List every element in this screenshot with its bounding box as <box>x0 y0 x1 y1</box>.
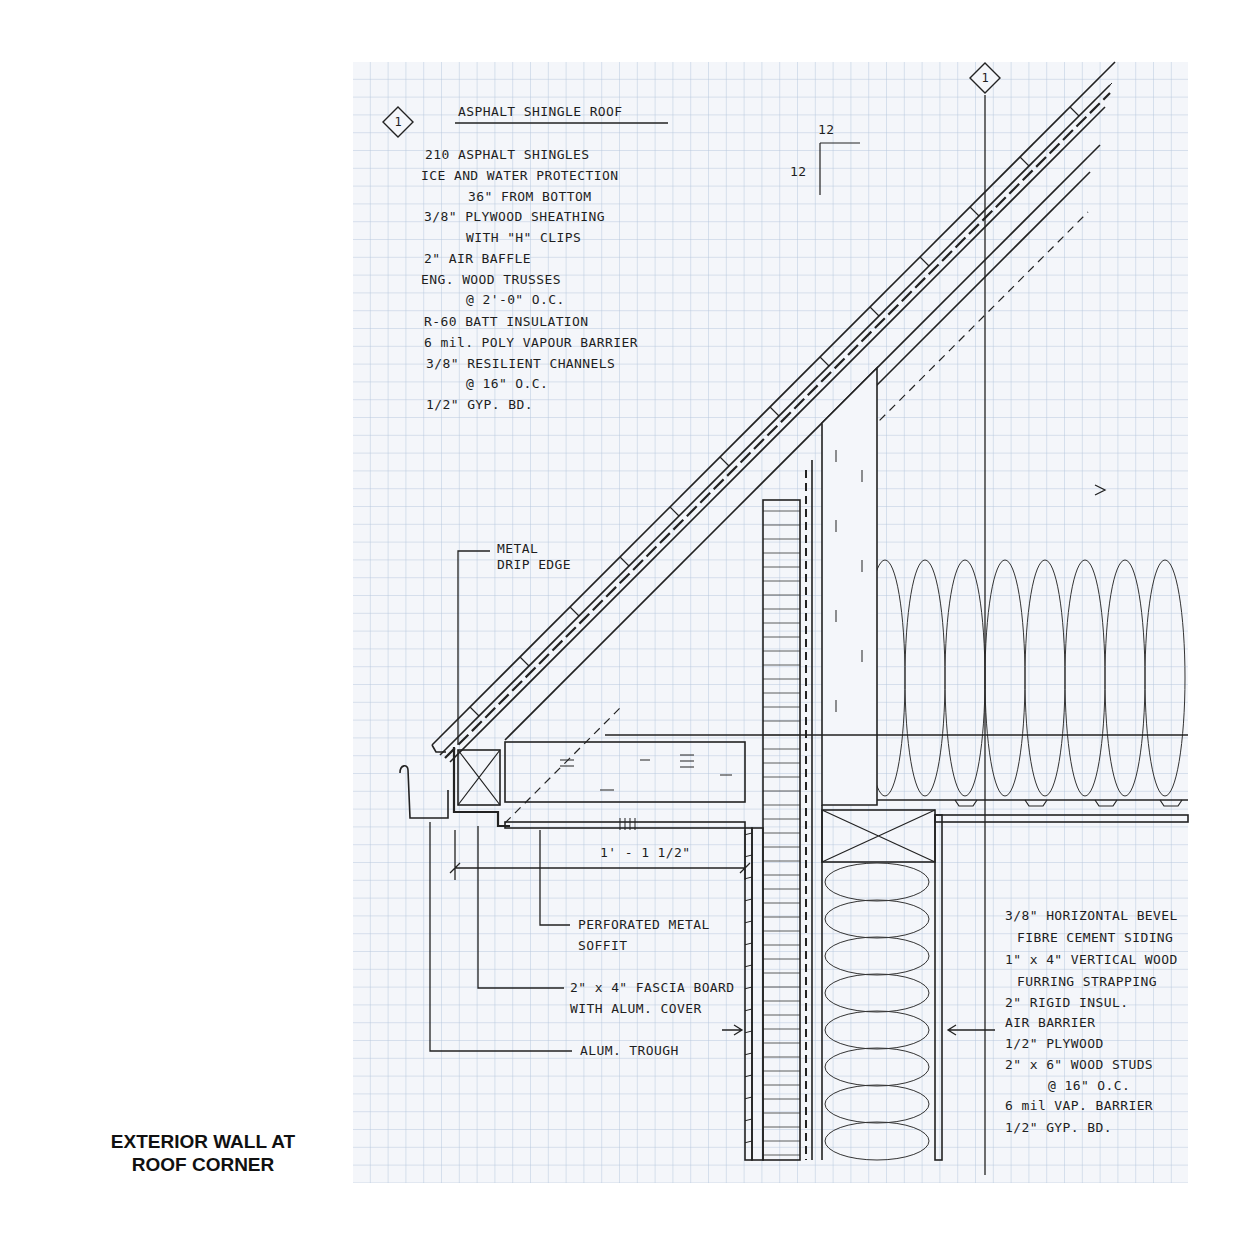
ceiling-insulation-part <box>1105 560 1145 796</box>
leader-lines <box>430 95 1105 1175</box>
ceiling-insulation-part <box>985 560 1025 796</box>
wall-assembly-part <box>812 460 822 1160</box>
ceiling-insulation <box>825 560 1185 796</box>
annotation-text: @ 16" O.C. <box>466 376 548 392</box>
leader-lines-part <box>948 1025 995 1035</box>
eave-assembly <box>400 742 745 830</box>
annotation-text: ENG. WOOD TRUSSES <box>421 272 561 288</box>
leader-lines-part <box>455 122 668 123</box>
leader-lines-part <box>458 551 490 745</box>
ceiling-insulation-part <box>1145 560 1185 796</box>
annotation-text: METAL DRIP EDGE <box>497 541 577 573</box>
truss-and-ceiling <box>605 368 1188 822</box>
diamond-shape <box>383 107 413 137</box>
annotation-text: 6 mil. POLY VAPOUR BARRIER <box>424 335 638 351</box>
annotation-text: 6 mil VAP. BARRIER <box>1005 1098 1153 1114</box>
roof-assembly-part <box>432 745 446 752</box>
roof-assembly-part <box>820 143 860 195</box>
annotation-text: 1" x 4" VERTICAL WOOD <box>1005 952 1178 968</box>
leader-lines-part <box>540 830 570 925</box>
annotation-text: ICE AND WATER PROTECTION <box>421 168 618 184</box>
stud-insulation-part <box>825 937 929 975</box>
roof-assembly-part <box>505 145 1100 740</box>
drawing-caption: EXTERIOR WALL AT ROOF CORNER <box>98 1130 308 1176</box>
annotation-text: 3/8" HORIZONTAL BEVEL <box>1005 908 1178 924</box>
annotation-text: 1/2" GYP. BD. <box>1005 1120 1112 1136</box>
eave-assembly-part <box>400 766 448 818</box>
leader-lines-part <box>450 830 750 880</box>
annotation-text: 2" RIGID INSUL. <box>1005 995 1128 1011</box>
truss-and-ceiling-part <box>836 450 862 712</box>
stud-insulation <box>825 863 929 1160</box>
ceiling-insulation-part <box>905 560 945 796</box>
wall-assembly <box>745 460 942 1160</box>
annotation-text: FURRING STRAPPING <box>1017 974 1157 990</box>
annotation-text: @ 2'-0" O.C. <box>466 292 565 308</box>
annotation-text: 3/8" RESILIENT CHANNELS <box>426 356 615 372</box>
annotation-text: SOFFIT <box>578 938 627 954</box>
annotation-text: 2" AIR BAFFLE <box>424 251 531 267</box>
eave-assembly-part <box>458 750 500 805</box>
leader-lines-part <box>478 826 564 988</box>
leader-lines-part <box>984 95 985 1175</box>
annotation-text: 2" x 6" WOOD STUDS <box>1005 1057 1153 1073</box>
annotation-text: 210 ASPHALT SHINGLES <box>425 147 590 163</box>
eave-assembly-part <box>560 755 732 790</box>
annotation-text: R-60 BATT INSULATION <box>424 314 589 330</box>
annotation-text: WITH ALUM. COVER <box>570 1001 702 1017</box>
stud-insulation-part <box>825 1011 929 1049</box>
wall-assembly-part <box>763 500 800 1160</box>
section-marker: 1 <box>382 106 414 138</box>
eave-assembly-part <box>458 750 500 805</box>
annotation-text: 12 <box>818 122 834 138</box>
wall-assembly-part <box>822 810 935 862</box>
annotation-text: ALUM. TROUGH <box>580 1043 679 1059</box>
stud-insulation-part <box>825 1085 929 1123</box>
stud-insulation-part <box>825 1048 929 1086</box>
stud-insulation-part <box>825 863 929 901</box>
annotation-text: WITH "H" CLIPS <box>466 230 581 246</box>
annotation-text: 12 <box>790 164 806 180</box>
annotation-text: @ 16" O.C. <box>1048 1078 1130 1094</box>
graph-paper-part <box>353 62 1188 1183</box>
graph-paper <box>353 62 1188 1183</box>
wall-assembly-part <box>752 828 763 1160</box>
annotation-text: AIR BARRIER <box>1005 1015 1096 1031</box>
annotation-text: 1/2" PLYWOOD <box>1005 1036 1104 1052</box>
section-marker: 1 <box>969 62 1001 94</box>
wall-assembly-part <box>805 470 807 1160</box>
wall-assembly-part <box>745 828 752 1160</box>
ceiling-insulation-part <box>1065 560 1105 796</box>
eave-assembly-part <box>505 742 745 802</box>
truss-and-ceiling-part <box>955 800 1182 806</box>
annotation-text: FIBRE CEMENT SIDING <box>1017 930 1173 946</box>
annotation-text: 2" x 4" FASCIA BOARD <box>570 980 735 996</box>
diamond-shape <box>970 63 1000 93</box>
annotation-text: 1/2" GYP. BD. <box>426 397 533 413</box>
annotation-text: ASPHALT SHINGLE ROOF <box>458 104 623 120</box>
ceiling-insulation-part <box>945 560 985 796</box>
stud-insulation-part <box>825 974 929 1012</box>
leader-lines-part <box>722 1025 742 1035</box>
leader-lines-part <box>1095 485 1105 495</box>
annotation-text: PERFORATED METAL <box>578 917 710 933</box>
wall-assembly-part <box>822 810 935 862</box>
ceiling-insulation-part <box>1025 560 1065 796</box>
annotation-text: 3/8" PLYWOOD SHEATHING <box>424 209 605 225</box>
stud-insulation-part <box>825 1122 929 1160</box>
stud-insulation-part <box>825 900 929 938</box>
marker-number: 1 <box>969 71 1001 85</box>
annotation-text: 1' - 1 1/2" <box>600 845 691 861</box>
eave-assembly-part <box>454 747 510 826</box>
wall-assembly-part <box>935 815 942 1160</box>
marker-number: 1 <box>382 115 414 129</box>
truss-and-ceiling-part <box>935 815 1188 822</box>
truss-and-ceiling-part <box>822 368 877 805</box>
annotation-text: 36" FROM BOTTOM <box>468 189 591 205</box>
eave-assembly-part <box>620 818 635 830</box>
leader-lines-part <box>430 822 572 1051</box>
graph-paper-part <box>353 62 1188 1183</box>
